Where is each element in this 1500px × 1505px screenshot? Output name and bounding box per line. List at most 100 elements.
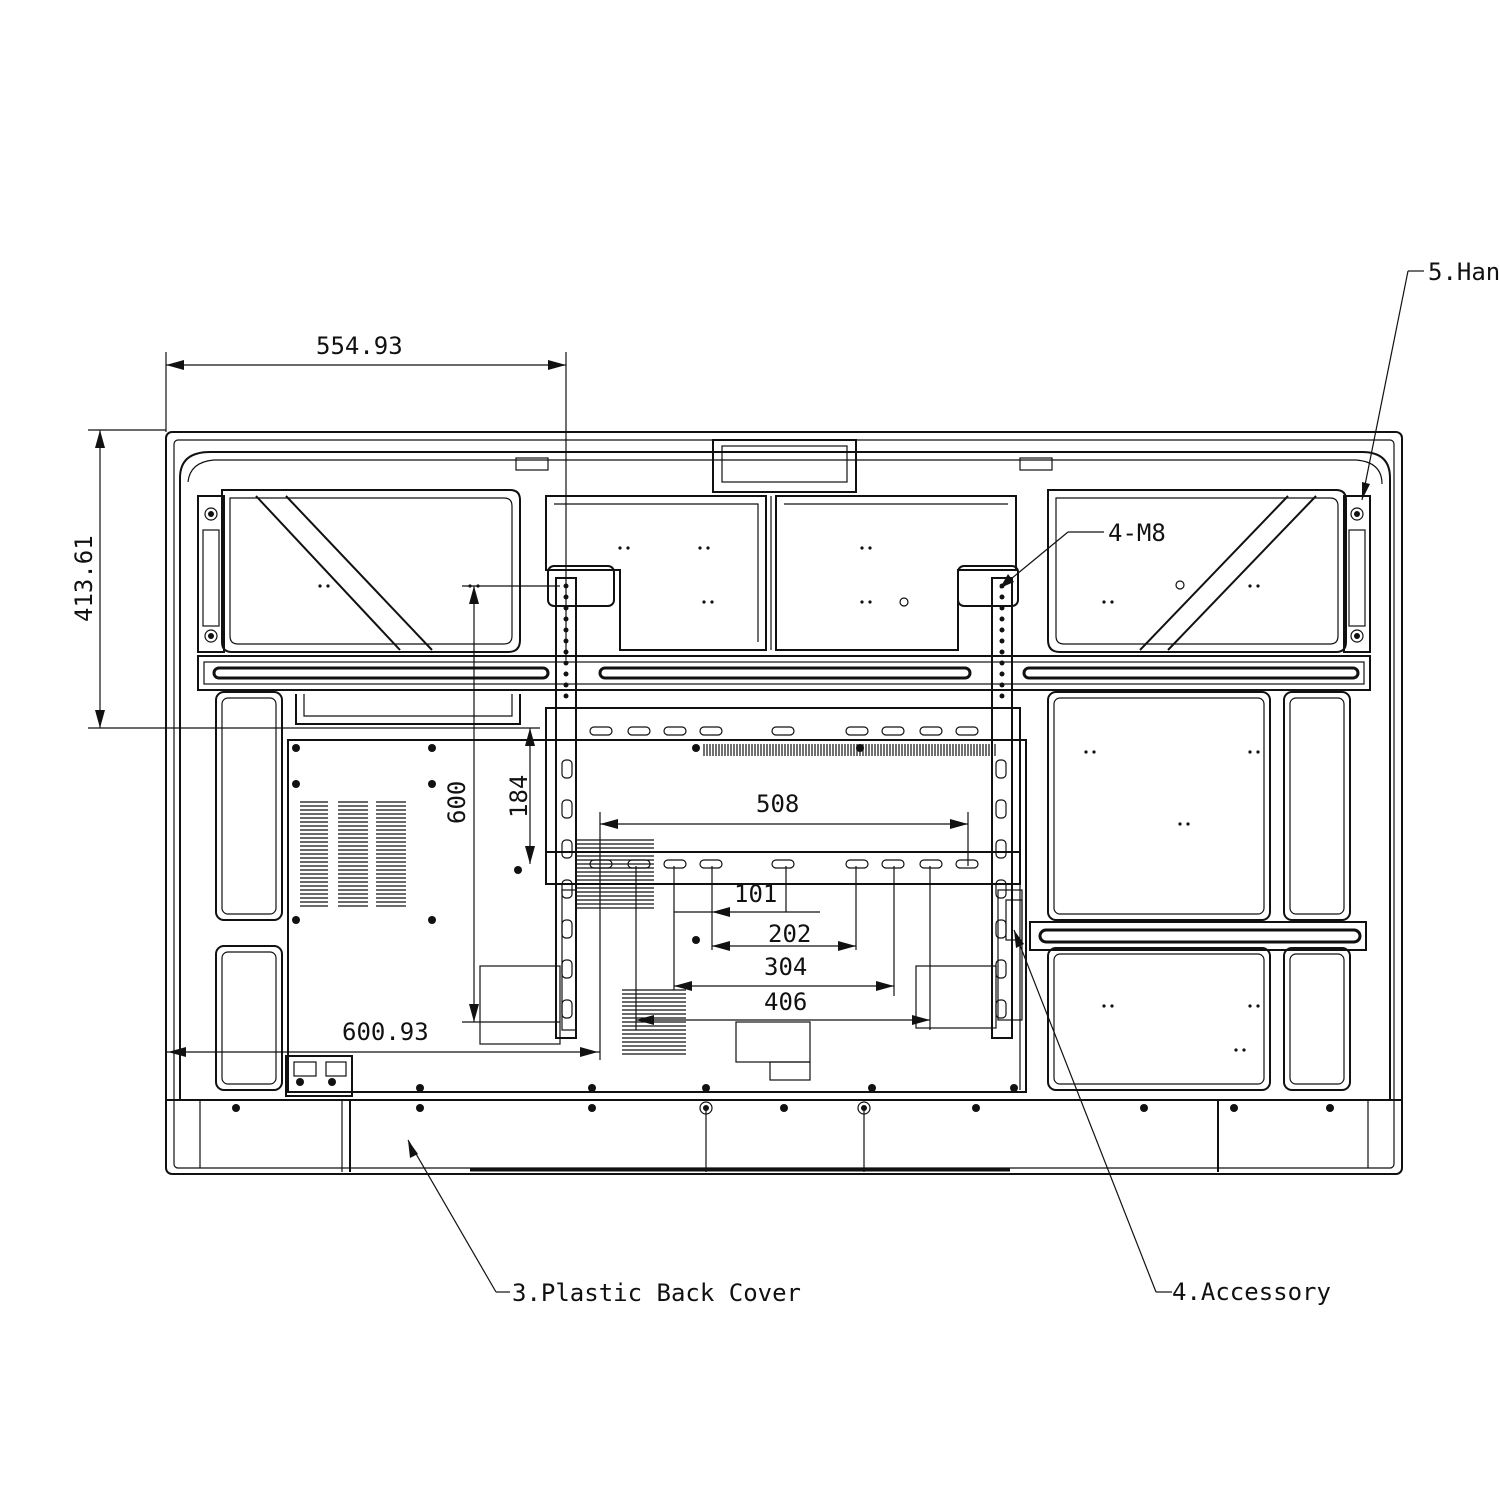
bracket-slot-lower <box>845 859 869 869</box>
screw-center <box>861 1105 867 1111</box>
right-handle <box>1343 495 1371 653</box>
bracket-holes <box>561 583 1007 1019</box>
screw <box>1326 1104 1334 1112</box>
screw <box>588 1104 596 1112</box>
bracket-slot-upper <box>845 726 869 736</box>
point-mark <box>1248 750 1252 754</box>
callout-handle: 5.Hand <box>1428 258 1500 286</box>
top-rail <box>197 655 1371 691</box>
bracket-slot-vertical-right <box>995 839 1007 859</box>
point-mark <box>860 600 864 604</box>
dim-184: 184 <box>505 775 533 818</box>
point-mark <box>1234 1048 1238 1052</box>
screw <box>428 916 436 924</box>
bracket-slot-upper <box>919 726 943 736</box>
bracket-hole-right <box>999 671 1005 677</box>
bracket-slot-vertical-left <box>561 959 573 979</box>
screw <box>296 1078 304 1086</box>
wall-mount-bracket <box>545 577 1023 1039</box>
dimension-labels: 554.93 413.61 600 184 508 101 202 304 40… <box>70 332 811 1046</box>
bracket-slot-upper <box>589 726 613 736</box>
bracket-slot-upper <box>699 726 723 736</box>
bracket-slot-vertical-left <box>561 919 573 939</box>
bracket-slot-vertical-left <box>561 999 573 1019</box>
screw <box>416 1104 424 1112</box>
vent-left-3 <box>376 801 406 907</box>
bracket-slot-upper <box>663 726 687 736</box>
bracket-slot-lower <box>663 859 687 869</box>
bracket-slot-lower <box>771 859 795 869</box>
screw <box>856 744 864 752</box>
bracket-slot-lower <box>699 859 723 869</box>
bracket-slot-vertical-right <box>995 919 1007 939</box>
dim-202: 202 <box>768 920 811 948</box>
bracket-slot-lower <box>881 859 905 869</box>
dimension-lines <box>88 352 969 1060</box>
bracket-hole-right <box>999 594 1005 600</box>
dim-413-61: 413.61 <box>70 535 98 622</box>
screw <box>692 744 700 752</box>
upper-frame <box>221 489 1347 653</box>
callout-accessory: 4.Accessory <box>1172 1278 1331 1306</box>
leader-lines <box>407 270 1424 1293</box>
point-mark <box>1102 600 1106 604</box>
screw <box>780 1104 788 1112</box>
point-mark <box>710 600 714 604</box>
screw-ring <box>857 1101 871 1115</box>
screw <box>292 916 300 924</box>
point-mark <box>1248 584 1252 588</box>
point-mark <box>618 546 622 550</box>
vent-center <box>576 839 654 909</box>
point-mark <box>702 600 706 604</box>
vent-grilles <box>300 744 996 1055</box>
point-mark <box>868 546 872 550</box>
screw <box>868 1084 876 1092</box>
vent-top-strip <box>703 744 996 756</box>
bracket-slot-lower <box>589 859 613 869</box>
point-mark <box>326 584 330 588</box>
bracket-hole-left <box>563 682 569 688</box>
bracket-slot-lower <box>919 859 943 869</box>
screw <box>692 936 700 944</box>
screw <box>1230 1104 1238 1112</box>
point-mark <box>1256 1004 1260 1008</box>
dim-304: 304 <box>764 953 807 981</box>
screw <box>416 1084 424 1092</box>
bracket-slot-vertical-right <box>995 799 1007 819</box>
bracket-hole-right <box>999 649 1005 655</box>
bracket-slot-upper <box>771 726 795 736</box>
bracket-slot-vertical-right <box>995 759 1007 779</box>
point-mark <box>1242 1048 1246 1052</box>
callout-plastic-back-cover: 3.Plastic Back Cover <box>512 1279 801 1307</box>
alignment-hole <box>899 597 909 607</box>
dim-508: 508 <box>756 790 799 818</box>
bracket-slot-vertical-left <box>561 839 573 859</box>
point-mark <box>698 546 702 550</box>
bracket-slot-vertical-left <box>561 879 573 899</box>
bracket-hole-right <box>999 627 1005 633</box>
bracket-hole-right <box>999 682 1005 688</box>
bracket-hole-left <box>563 693 569 699</box>
screw <box>232 1104 240 1112</box>
callout-4-m8: 4-M8 <box>1108 519 1166 547</box>
point-mark <box>868 600 872 604</box>
screw <box>428 780 436 788</box>
lower-frame <box>215 691 1367 1091</box>
bracket-hole-right <box>999 605 1005 611</box>
dim-406: 406 <box>764 988 807 1016</box>
bracket-slot-lower <box>627 859 651 869</box>
point-mark <box>1256 750 1260 754</box>
screw-points <box>232 546 1334 1115</box>
bracket-hole-left <box>563 671 569 677</box>
callout-labels: 4-M8 3.Plastic Back Cover 4.Accessory 5.… <box>512 258 1500 1307</box>
left-handle <box>197 495 225 653</box>
point-mark <box>1110 600 1114 604</box>
screw <box>514 866 522 874</box>
bracket-slot-vertical-left <box>561 799 573 819</box>
screw <box>328 1078 336 1086</box>
point-mark <box>860 546 864 550</box>
vent-left-1 <box>300 801 328 907</box>
bracket-hole-right <box>999 660 1005 666</box>
